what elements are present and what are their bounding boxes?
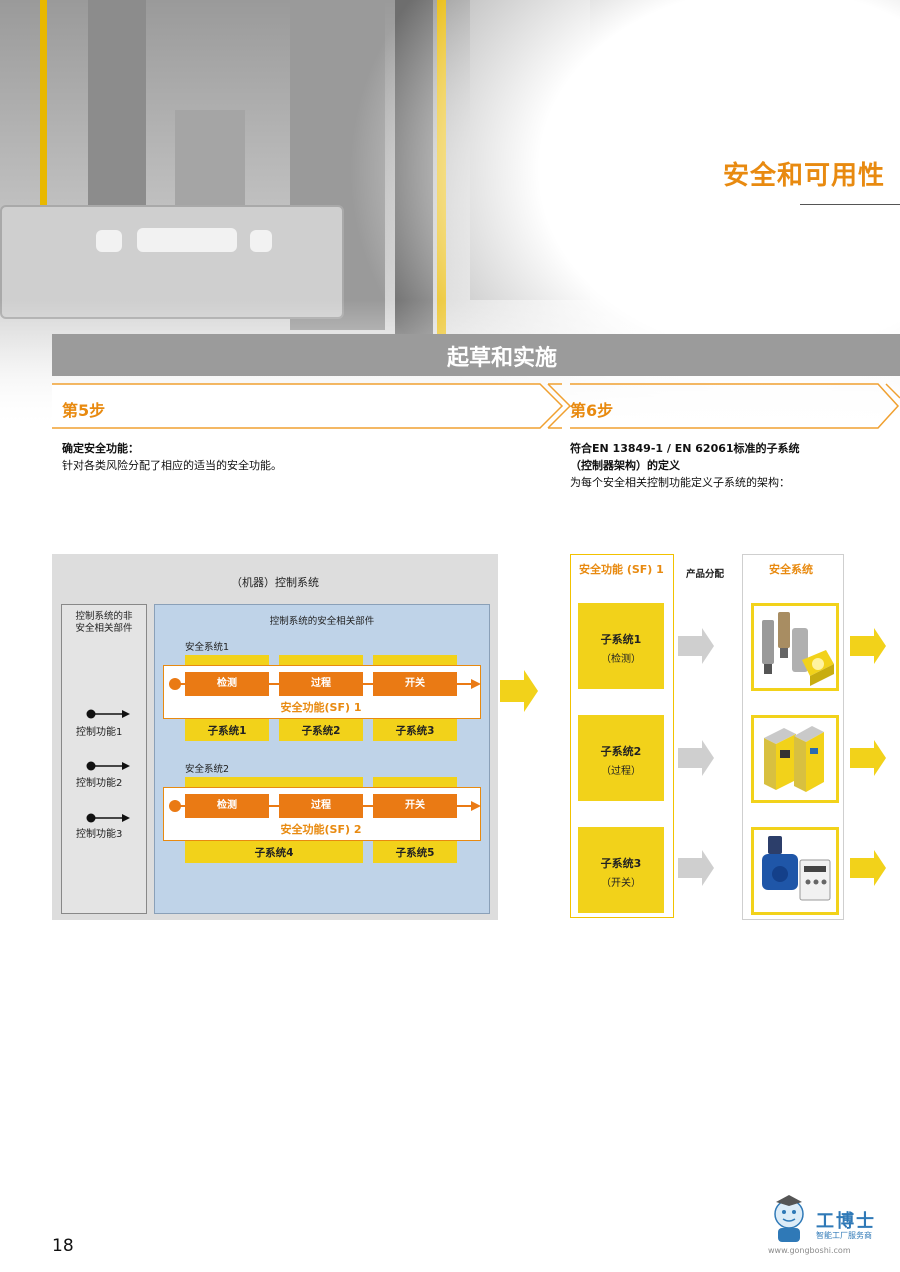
banner-title: 起草和实施 [447, 346, 558, 371]
sensor-icon [762, 612, 834, 686]
mascot-logo-icon [774, 1195, 804, 1242]
block-switch: 开关 [373, 672, 457, 696]
subsystem-2-label: 子系统2 [301, 725, 341, 737]
non-safety-title-line1: 控制系统的非 [75, 611, 133, 622]
logo-name: 工博士 [816, 1211, 876, 1232]
subsystem-4-label: 子系统4 [254, 847, 294, 859]
subsystem-card-2: 子系统2 （过程） [578, 715, 664, 801]
sf-column-header: 安全功能 (SF) 1 [579, 563, 664, 576]
control-system-diagram: （机器）控制系统 控制系统的非 安全相关部件 控制功能1 控制功能2 控制功能3… [52, 554, 498, 920]
safety-function-column: 安全功能 (SF) 1 子系统1 （检测） 子系统2 （过程） 子系统3 （开关… [570, 554, 674, 918]
control-function-3: 控制功能3 [76, 829, 123, 840]
safety-system-header: 安全系统 [769, 563, 813, 576]
safety-relay-icon [764, 726, 824, 792]
allocate-arrow-icon [678, 850, 714, 886]
step6-heading-1: 符合EN 13849-1 / EN 62061标准的子系统 [570, 442, 800, 455]
step6-heading-2: （控制器架构）的定义 [570, 459, 680, 472]
block-process: 过程 [279, 794, 363, 818]
function-arrow-icon [86, 813, 130, 823]
step5-text: 确定安全功能： 针对各类风险分配了相应的适当的安全功能。 [62, 440, 522, 474]
step6-label: 第6步 [570, 401, 614, 420]
control-function-1: 控制功能1 [76, 727, 123, 738]
safety-system-1-label: 安全系统1 [185, 642, 230, 653]
function-arrow-icon [86, 761, 130, 771]
safety-title: 控制系统的安全相关部件 [269, 616, 375, 627]
subsystem-card-2-name: 子系统2 [600, 745, 642, 758]
subsystem-5-label: 子系统5 [395, 847, 435, 859]
non-safety-panel: 控制系统的非 安全相关部件 控制功能1 控制功能2 控制功能3 [61, 604, 147, 914]
non-safety-title: 控制系统的非 安全相关部件 [62, 611, 146, 635]
allocate-arrow-icon [678, 740, 714, 776]
output-arrow-icon [850, 850, 886, 886]
step5-body: 针对各类风险分配了相应的适当的安全功能。 [62, 459, 282, 472]
safety-system-2-label: 安全系统2 [185, 764, 230, 775]
safety-panel: 控制系统的安全相关部件 安全系统1 检测 过程 开关 安全功能(SF) 1 子系… [154, 604, 490, 914]
step6-body: 为每个安全相关控制功能定义子系统的架构： [570, 476, 790, 489]
allocation-label: 产品分配 [686, 569, 725, 580]
block-detect: 检测 [185, 672, 269, 696]
sensor-products-image [751, 603, 839, 691]
subsystem-card-3-name: 子系统3 [600, 857, 642, 870]
allocate-arrow-icon [678, 628, 714, 664]
title-underline [800, 204, 900, 205]
logo-tagline: 智能工厂服务商 [816, 1231, 872, 1240]
step5-label: 第5步 [62, 401, 106, 420]
block-detect: 检测 [185, 794, 269, 818]
subsystem-card-1-name: 子系统1 [600, 633, 642, 646]
subsystem-card-3-detail: （开关） [601, 878, 641, 889]
subsystem-card-2-detail: （过程） [601, 766, 641, 777]
output-arrow-icon [850, 628, 886, 664]
logo-url: www.gongboshi.com [768, 1246, 851, 1255]
step5-heading: 确定安全功能： [62, 442, 139, 455]
section-banner: 起草和实施 [52, 334, 900, 376]
control-function-2: 控制功能2 [76, 778, 123, 789]
safety-function-1-label: 安全功能(SF) 1 [280, 701, 362, 714]
actuator-icon [762, 836, 831, 901]
safety-function-2-label: 安全功能(SF) 2 [280, 823, 362, 836]
safety-system-column: 安全系统 [742, 554, 844, 920]
output-arrow-icon [850, 740, 886, 776]
step-arrows [52, 383, 900, 429]
page-number: 18 [52, 1236, 74, 1256]
block-switch: 开关 [373, 794, 457, 818]
subsystem-card-3: 子系统3 （开关） [578, 827, 664, 913]
subsystem-card-1: 子系统1 （检测） [578, 603, 664, 689]
block-process: 过程 [279, 672, 363, 696]
page-title: 安全和可用性 [722, 161, 885, 191]
flow-arrow-icon [500, 670, 538, 712]
actuator-products-image [751, 827, 839, 915]
relay-products-image [751, 715, 839, 803]
subsystem-3-label: 子系统3 [395, 725, 435, 737]
function-arrow-icon [86, 709, 130, 719]
control-system-title: （机器）控制系统 [231, 576, 319, 589]
subsystem-card-1-detail: （检测） [601, 654, 641, 665]
subsystem-1-label: 子系统1 [207, 725, 247, 737]
step6-text: 符合EN 13849-1 / EN 62061标准的子系统 （控制器架构）的定义… [570, 440, 890, 491]
non-safety-title-line2: 安全相关部件 [75, 623, 133, 634]
